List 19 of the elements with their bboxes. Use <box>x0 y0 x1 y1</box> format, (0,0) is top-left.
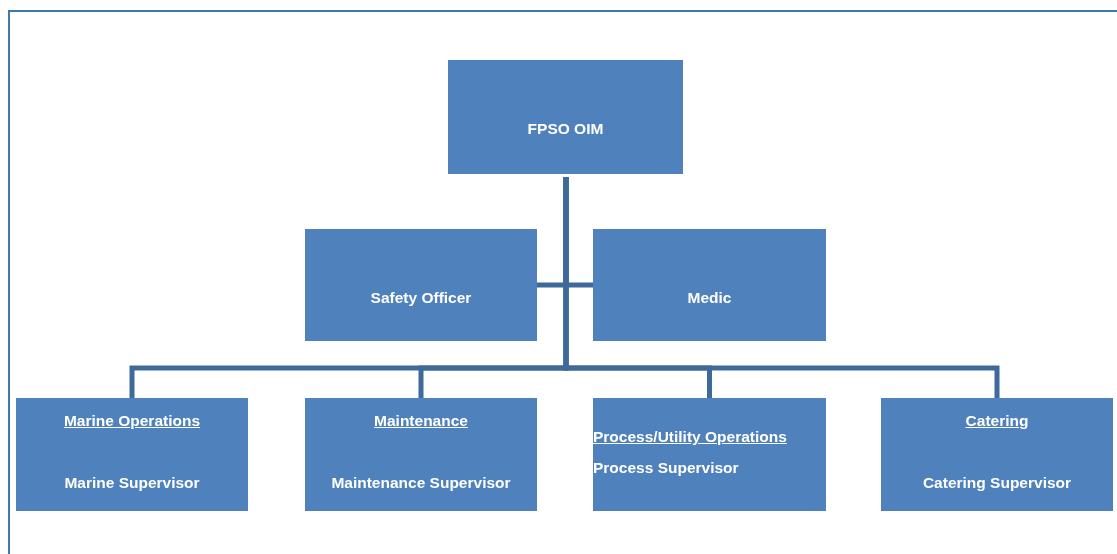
role-title: Medic <box>686 289 733 307</box>
role-title: Catering Supervisor <box>921 474 1073 492</box>
department-heading: Marine Operations <box>62 412 202 430</box>
org-box <box>305 398 537 511</box>
role-title: Maintenance Supervisor <box>330 474 512 492</box>
department-heading: Process/Utility Operations <box>593 428 787 446</box>
role-title: Marine Supervisor <box>63 474 201 492</box>
org-box <box>593 229 826 341</box>
org-box <box>448 60 683 174</box>
org-box <box>16 398 248 511</box>
department-heading: Catering <box>964 412 1030 430</box>
org-box <box>593 398 826 511</box>
org-box <box>881 398 1113 511</box>
role-title: Process Supervisor <box>593 459 739 477</box>
org-box <box>305 229 537 341</box>
connector-line <box>563 177 1000 398</box>
role-title: FPSO OIM <box>526 120 605 138</box>
department-heading: Maintenance <box>373 412 469 430</box>
role-title: Safety Officer <box>369 289 473 307</box>
